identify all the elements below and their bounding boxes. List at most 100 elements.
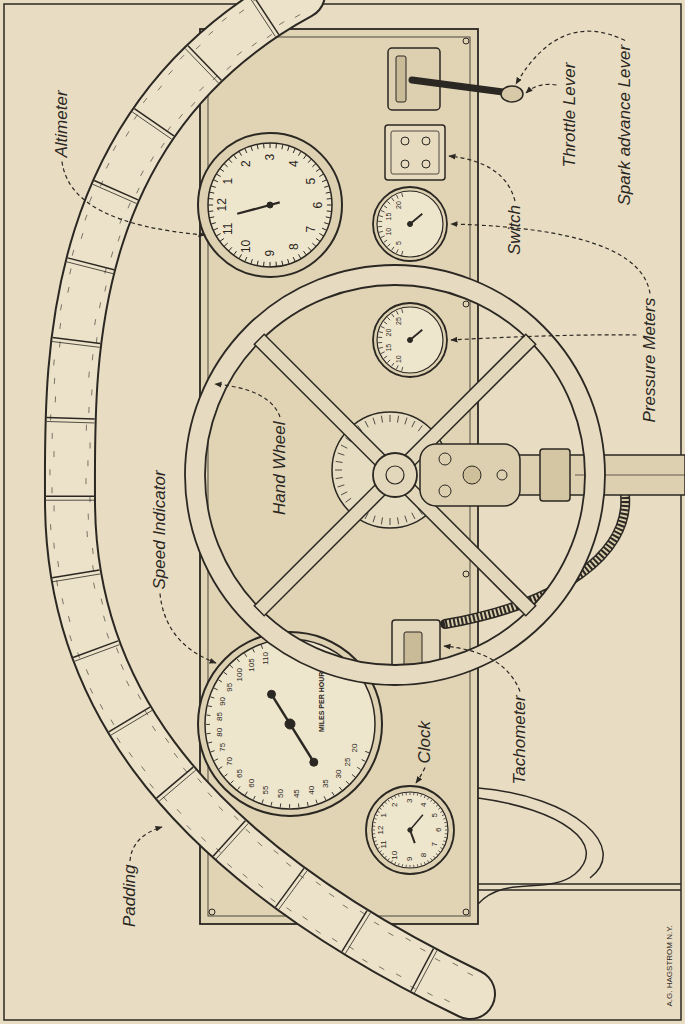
dial-tick — [387, 244, 390, 247]
leader-line — [416, 768, 425, 784]
padding-seam — [87, 460, 88, 466]
padding-seam — [187, 825, 191, 829]
dial-tick — [220, 169, 224, 172]
dial-tick — [376, 844, 378, 845]
padding-seam — [70, 635, 72, 641]
padding-seam — [213, 76, 217, 80]
padding-seam — [167, 127, 170, 132]
dial-tick — [443, 818, 445, 820]
dial-tick — [336, 478, 343, 479]
dial-tick — [299, 151, 302, 155]
pressure-gauge — [377, 191, 443, 257]
speed-indicator-dial — [272, 694, 314, 762]
padding-seam — [92, 565, 94, 571]
dial-tick — [373, 830, 376, 831]
padding-seam — [143, 98, 147, 103]
leader-lines — [62, 31, 650, 861]
padding-seam — [46, 495, 94, 497]
leader-line — [130, 827, 162, 861]
padding-seam — [150, 784, 154, 789]
wheel-hub-fitting — [497, 470, 507, 480]
padding-seam — [59, 323, 61, 329]
dial-tick — [376, 815, 378, 816]
speed-indicator-dial — [285, 719, 295, 729]
padding-seam — [100, 181, 102, 186]
dial-tick — [224, 774, 227, 776]
dial-tick — [338, 485, 345, 487]
dial-tick — [336, 461, 343, 462]
padding-seam — [52, 570, 99, 578]
leader-line — [160, 594, 216, 664]
wires — [478, 883, 681, 885]
padding-roll — [46, 0, 473, 1002]
dial-tick — [395, 796, 396, 798]
padding-seam — [52, 342, 100, 348]
dial-tick — [251, 259, 253, 264]
dial-tick — [379, 347, 383, 348]
part-label: Throttle Lever — [561, 63, 580, 168]
dial-number: 11 — [380, 840, 389, 848]
dial-tick — [219, 767, 222, 769]
dial-tick — [391, 798, 392, 800]
dial-number: 20 — [385, 329, 393, 337]
dial-tick — [392, 247, 394, 250]
dial-tick — [224, 164, 228, 167]
padding-seam — [88, 514, 89, 520]
padding-seam — [185, 48, 218, 83]
padding-seam — [86, 425, 87, 431]
dial-tick — [373, 837, 375, 839]
dial-tick — [436, 853, 438, 855]
padding-seam — [191, 102, 195, 107]
dial-tick — [445, 826, 447, 827]
padding-seam — [414, 950, 436, 992]
dial-number: 5 — [431, 813, 440, 817]
padding-seam — [105, 268, 106, 274]
dial-tick — [398, 517, 399, 524]
padding-seam — [126, 681, 129, 686]
dial-tick — [420, 794, 422, 796]
dial-tick — [308, 159, 311, 163]
dial-number: 12 — [377, 826, 386, 835]
padding-seam — [111, 720, 114, 725]
dial-number: 10 — [395, 355, 403, 363]
padding-seam — [94, 319, 96, 325]
speed-indicator-dial — [310, 758, 318, 766]
dial-tick — [346, 498, 352, 502]
dial-number: 8 — [420, 853, 429, 857]
pressure-gauge — [377, 307, 443, 373]
padding-seam — [411, 949, 433, 991]
dial-tick — [299, 254, 302, 258]
dial-tick — [402, 367, 403, 371]
padding-seam — [410, 986, 415, 989]
padding-seam — [246, 829, 250, 833]
padding-seam — [57, 580, 58, 586]
dial-tick — [326, 217, 331, 218]
wheel-hub-fitting — [463, 466, 481, 484]
dial-tick — [245, 257, 247, 262]
dial-number: 15 — [385, 213, 393, 221]
dial-number: 20 — [351, 744, 360, 753]
dial-number: 3 — [264, 154, 277, 161]
dial-tick — [382, 805, 384, 807]
dial-tick — [385, 802, 387, 804]
altimeter-dial — [198, 133, 342, 277]
padding-seam — [126, 131, 129, 136]
padding-seam — [94, 180, 138, 199]
padding-seam — [68, 616, 70, 622]
padding-seam — [68, 287, 69, 293]
dial-tick — [213, 228, 218, 230]
dial-tick — [410, 865, 411, 868]
dial-tick — [379, 231, 383, 232]
dial-tick — [245, 148, 247, 153]
padding-seam — [61, 304, 62, 310]
dial-tick — [391, 860, 392, 862]
ignition-switch — [401, 160, 409, 168]
padding-seam — [227, 864, 232, 868]
dial-tick — [406, 865, 407, 867]
dial-number: 8 — [288, 243, 301, 250]
padding-seam — [90, 197, 92, 203]
pressure-gauge — [373, 187, 447, 261]
altimeter-dial — [198, 133, 342, 277]
padding-seam — [199, 87, 203, 91]
dial-tick — [207, 733, 211, 734]
